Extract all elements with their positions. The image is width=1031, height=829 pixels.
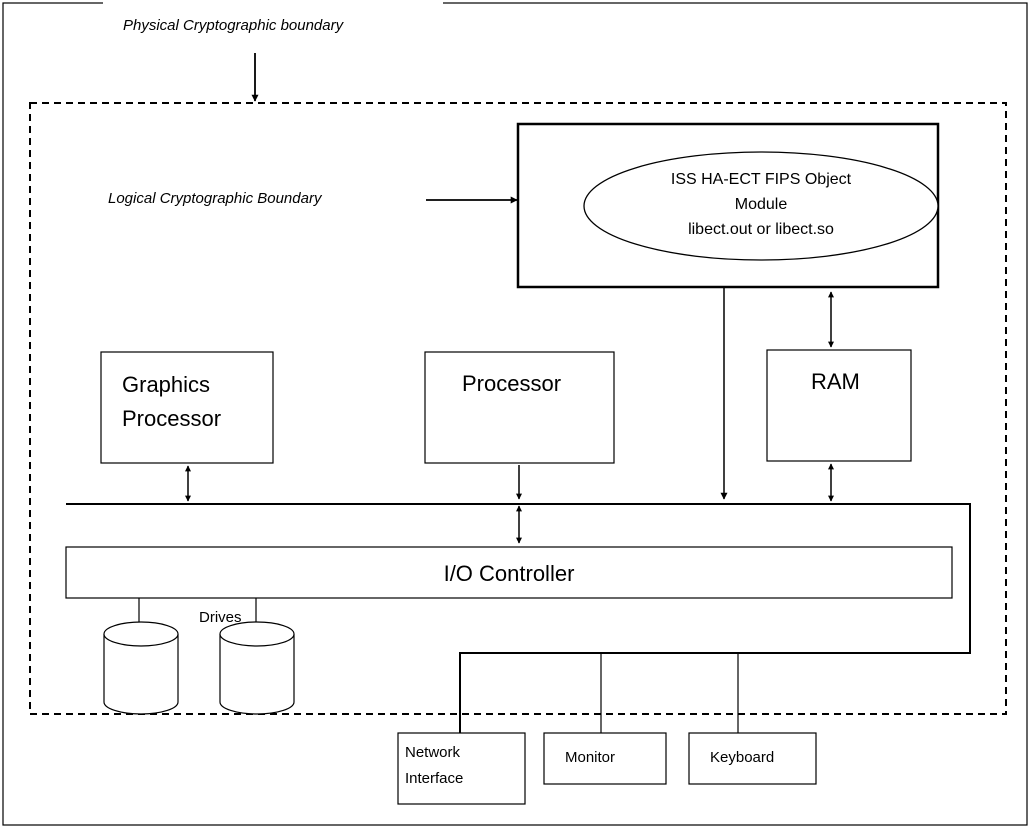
logical-boundary-label: Logical Cryptographic Boundary — [108, 190, 322, 207]
keyboard-label: Keyboard — [710, 749, 775, 766]
graphics-processor-label: Graphics Processor — [122, 368, 221, 436]
module-label: ISS HA-ECT FIPS Object Module libect.out… — [600, 167, 922, 242]
network-interface-line2: Interface — [405, 770, 464, 787]
io-controller-box — [65, 546, 953, 599]
module-label-line3: libect.out or libect.so — [688, 221, 834, 238]
monitor-label: Monitor — [565, 749, 616, 766]
ram-label: RAM — [811, 369, 860, 394]
processor-label: Processor — [462, 371, 562, 396]
module-label-line2: Module — [734, 196, 788, 213]
graphics-processor-line1: Graphics — [122, 372, 211, 397]
network-interface-box — [397, 732, 526, 805]
monitor-box — [543, 732, 667, 785]
physical-boundary-label: Physical Cryptographic boundary — [123, 17, 344, 34]
network-interface-label: Network Interface — [405, 740, 463, 792]
physical-boundary-box — [29, 102, 1007, 715]
graphics-processor-line2: Processor — [122, 406, 222, 431]
drive-2-cylinder — [219, 621, 295, 715]
drives-label: Drives — [199, 609, 242, 626]
graphics-processor-box — [100, 351, 274, 464]
ram-box — [766, 349, 912, 462]
network-interface-line1: Network — [405, 744, 461, 761]
drive-1-cylinder — [103, 621, 179, 715]
io-controller-label: I/O Controller — [443, 561, 575, 586]
keyboard-box — [688, 732, 817, 785]
module-label-line1: ISS HA-ECT FIPS Object — [670, 171, 852, 188]
system-bus — [66, 503, 971, 733]
module-ellipse — [583, 151, 939, 261]
processor-box — [424, 351, 615, 464]
